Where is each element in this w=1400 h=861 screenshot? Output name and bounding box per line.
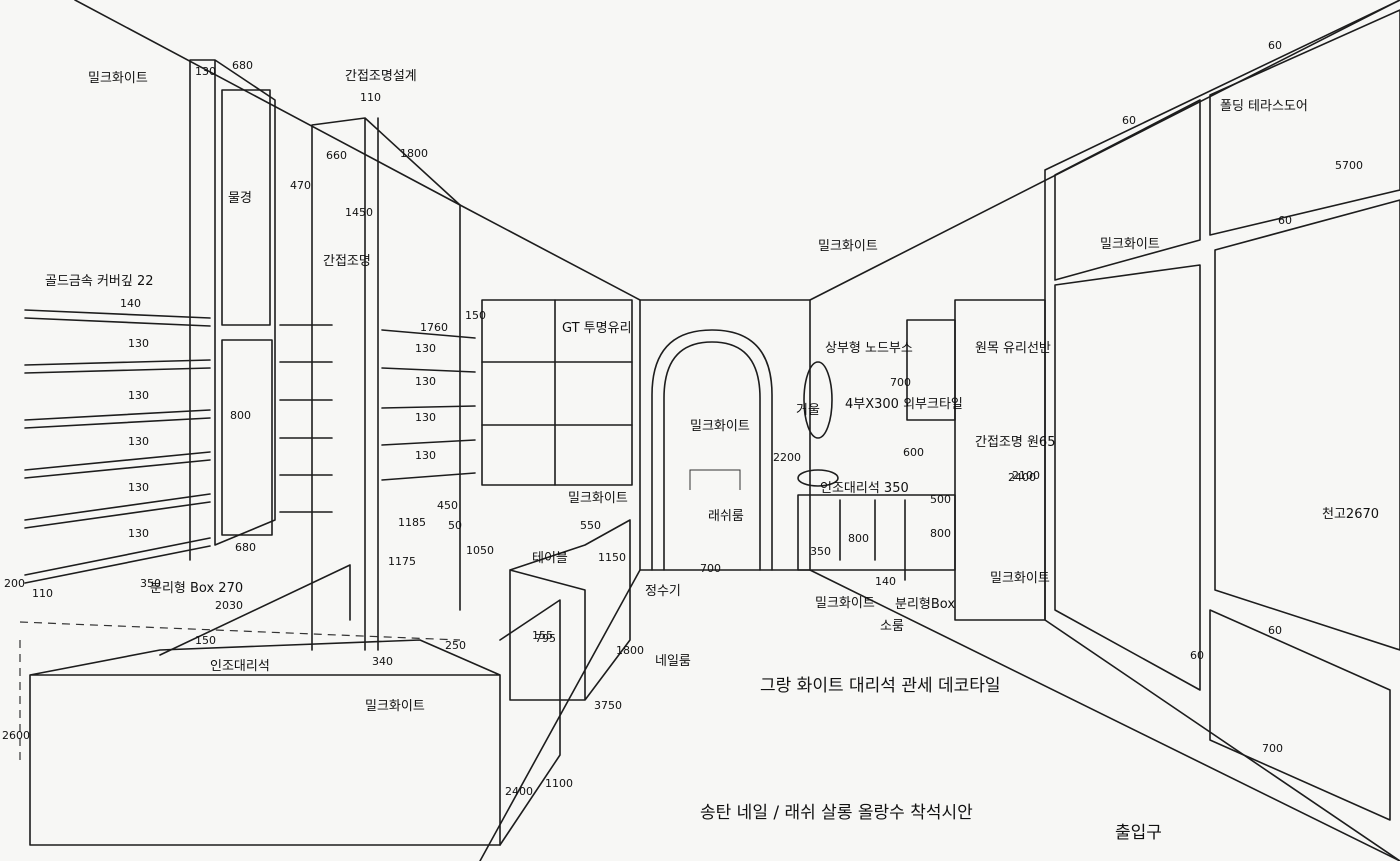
dim: 680 bbox=[235, 541, 256, 554]
label-marble-top: 인조대리석 350 bbox=[820, 481, 909, 496]
dim: 3750 bbox=[594, 699, 622, 712]
dim: 140 bbox=[875, 575, 896, 588]
dim: 2600 bbox=[2, 729, 30, 742]
dim: 2200 bbox=[773, 451, 801, 464]
label-milk-white-counter: 밀크화이트 bbox=[365, 699, 425, 714]
dim: 130 bbox=[128, 435, 149, 448]
dim: 150 bbox=[465, 309, 486, 322]
label-table: 테이블 bbox=[532, 551, 568, 566]
dim: 150 bbox=[195, 634, 216, 647]
label-nail-room: 네일룸 bbox=[655, 654, 691, 669]
dim: 800 bbox=[230, 409, 251, 422]
dim: 50 bbox=[448, 519, 462, 532]
dim: 450 bbox=[437, 499, 458, 512]
label-water: 정수기 bbox=[645, 584, 681, 599]
label-indirect-light-top: 간접조명설계 bbox=[345, 69, 417, 84]
label-storage-box: 분리형Box bbox=[895, 597, 956, 612]
dim: 60 bbox=[1278, 214, 1292, 227]
dim: 130 bbox=[195, 65, 216, 78]
dim: 2100 bbox=[1012, 469, 1040, 482]
dim: 350 bbox=[140, 577, 161, 590]
label-milk-white-cab: 밀크화이트 bbox=[815, 596, 875, 611]
label-artificial-marble: 인조대리석 bbox=[210, 659, 270, 674]
dim: 1450 bbox=[345, 206, 373, 219]
dim: 5700 bbox=[1335, 159, 1363, 172]
dim: 550 bbox=[580, 519, 601, 532]
label-shelf-note: 골드금속 커버깊 22 bbox=[45, 274, 154, 289]
dim: 200 bbox=[4, 577, 25, 590]
label-milk-white-wall-r: 밀크화이트 bbox=[990, 571, 1050, 586]
dim: 800 bbox=[848, 532, 869, 545]
dim: 110 bbox=[360, 91, 381, 104]
dim: 140 bbox=[120, 297, 141, 310]
dim: 680 bbox=[232, 59, 253, 72]
dim: 130 bbox=[128, 389, 149, 402]
dim: 60 bbox=[1268, 39, 1282, 52]
label-milk-white-right: 밀크화이트 bbox=[1100, 237, 1160, 252]
label-tile: 4부X300 외부크타일 bbox=[845, 397, 963, 412]
dim: 1050 bbox=[466, 544, 494, 557]
label-mirror-right: 거울 bbox=[796, 403, 820, 418]
dim: 500 bbox=[930, 493, 951, 506]
dim: 130 bbox=[128, 337, 149, 350]
label-folding: 폴딩 테라스도어 bbox=[1220, 99, 1308, 114]
label-light-box: 간접조명 원65 bbox=[975, 435, 1056, 450]
dim: 130 bbox=[415, 449, 436, 462]
dim: 60 bbox=[1268, 624, 1282, 637]
dim: 1100 bbox=[545, 777, 573, 790]
label-sorsoom: 소룸 bbox=[880, 619, 904, 634]
dim: 795 bbox=[535, 632, 556, 645]
entrance-label: 출입구 bbox=[1115, 823, 1162, 843]
dim: 60 bbox=[1190, 649, 1204, 662]
drawing-title: 송탄 네일 / 래쉬 살롱 올랑수 착석시안 bbox=[700, 803, 973, 823]
dim: 350 bbox=[810, 545, 831, 558]
floor-note: 그랑 화이트 대리석 관세 데코타일 bbox=[760, 676, 1001, 696]
dim: 1800 bbox=[400, 147, 428, 160]
dim: 660 bbox=[326, 149, 347, 162]
dim: 1175 bbox=[388, 555, 416, 568]
label-mirror-left: 물경 bbox=[228, 191, 252, 206]
dim: 2400 bbox=[505, 785, 533, 798]
dim: 340 bbox=[372, 655, 393, 668]
label-solid-note: 원목 유리선반 bbox=[975, 341, 1051, 356]
dim: 130 bbox=[128, 481, 149, 494]
dim: 700 bbox=[1262, 742, 1283, 755]
label-milk-white-center: 밀크화이트 bbox=[818, 239, 878, 254]
dim: 130 bbox=[415, 342, 436, 355]
label-ceiling-height: 천고2670 bbox=[1322, 507, 1380, 522]
dim: 700 bbox=[890, 376, 911, 389]
dim: 1185 bbox=[398, 516, 426, 529]
dim: 250 bbox=[445, 639, 466, 652]
dim: 2030 bbox=[215, 599, 243, 612]
dim: 110 bbox=[32, 587, 53, 600]
dim: 130 bbox=[415, 375, 436, 388]
label-indirect-light: 간접조명 bbox=[323, 254, 371, 269]
dim: 130 bbox=[128, 527, 149, 540]
dim: 60 bbox=[1122, 114, 1136, 127]
label-lash-room: 래쉬룸 bbox=[708, 509, 744, 524]
dim: 130 bbox=[415, 411, 436, 424]
dim: 2400 bbox=[1008, 471, 1036, 484]
dim: 155 bbox=[532, 629, 553, 642]
label-sink-note: 상부형 노드부스 bbox=[825, 341, 913, 356]
label-milk-white-arch: 밀크화이트 bbox=[690, 419, 750, 434]
dim: 800 bbox=[930, 527, 951, 540]
label-milk-white-tl: 밀크화이트 bbox=[88, 71, 148, 86]
dim: 470 bbox=[290, 179, 311, 192]
label-wide-box: 분리형 Box 270 bbox=[150, 581, 244, 596]
dim: 600 bbox=[903, 446, 924, 459]
dim: 1800 bbox=[616, 644, 644, 657]
label-gt-glass: GT 투명유리 bbox=[562, 321, 632, 336]
dim: 1150 bbox=[598, 551, 626, 564]
dim: 1760 bbox=[420, 321, 448, 334]
label-milk-white-window: 밀크화이트 bbox=[568, 491, 628, 506]
dim: 700 bbox=[700, 562, 721, 575]
